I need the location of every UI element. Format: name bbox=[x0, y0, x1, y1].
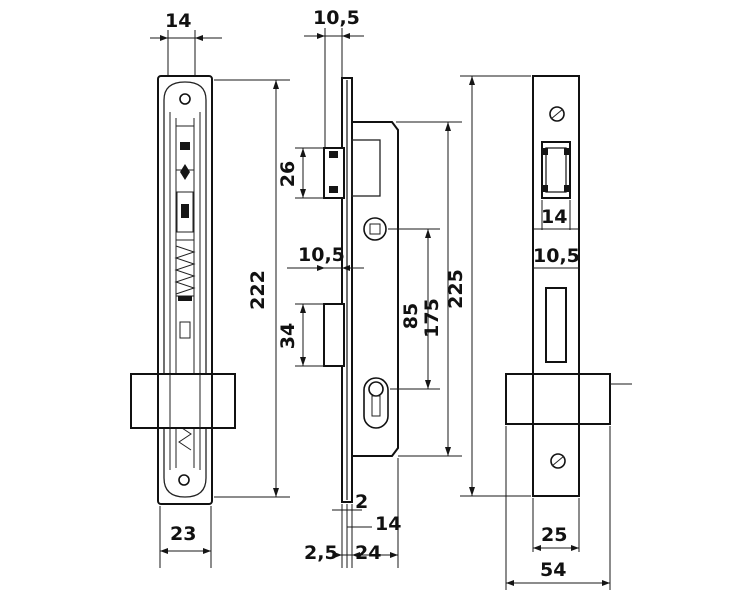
front-height-dimension: 222 bbox=[214, 79, 290, 498]
plate-height-dimension: 225 bbox=[445, 75, 531, 497]
bolt-slot bbox=[545, 287, 567, 363]
plate-bottom-label: 25 bbox=[541, 524, 567, 546]
edge-25-label: 2,5 bbox=[304, 542, 338, 564]
front-view: 14 bbox=[130, 10, 290, 568]
side-top-dimension: 10,5 bbox=[304, 7, 364, 148]
side-mid-dimension: 10,5 bbox=[287, 244, 364, 271]
top-screw-hole bbox=[179, 93, 191, 105]
case-height-label: 175 bbox=[421, 298, 443, 338]
plate-latch-dimension: 14 bbox=[534, 200, 578, 230]
edge-14-label: 14 bbox=[375, 513, 401, 535]
strike-plate-view: 14 10,5 225 25 bbox=[445, 75, 632, 590]
spindle-key-dimension: 85 bbox=[388, 228, 440, 390]
bolt-height-label: 34 bbox=[277, 323, 299, 349]
front-bottom-dimension: 23 bbox=[159, 506, 212, 568]
front-bottom-label: 23 bbox=[170, 523, 196, 545]
latch-height-dimension: 26 bbox=[277, 147, 324, 199]
latch-height-label: 26 bbox=[277, 161, 299, 187]
side-top-label: 10,5 bbox=[313, 7, 360, 29]
spindle-hub bbox=[363, 217, 387, 241]
side-case-body bbox=[351, 121, 399, 457]
edge-2-label: 2 bbox=[355, 491, 368, 513]
plate-total-dimension: 54 bbox=[505, 426, 611, 590]
bottom-screw-hole bbox=[178, 474, 190, 486]
side-latch bbox=[323, 147, 345, 199]
plate-latch-label: 14 bbox=[541, 206, 567, 228]
plate-height-label: 225 bbox=[445, 269, 467, 309]
front-faceplate bbox=[157, 75, 213, 505]
case-height-dimension: 175 bbox=[396, 121, 462, 457]
side-view: 10,5 26 bbox=[277, 7, 462, 568]
bolt-height-dimension: 34 bbox=[277, 303, 324, 367]
side-mid-label: 10,5 bbox=[298, 244, 345, 266]
strike-plate bbox=[532, 75, 580, 497]
front-mechanism bbox=[169, 112, 201, 470]
side-bolt bbox=[323, 303, 345, 367]
front-width-label: 14 bbox=[165, 10, 191, 32]
plate-bottom-dimension: 25 bbox=[532, 498, 580, 552]
spindle-key-label: 85 bbox=[400, 303, 422, 329]
front-height-label: 222 bbox=[247, 270, 269, 310]
plate-bolt-dimension: 10,5 bbox=[532, 245, 580, 269]
backset-label: 24 bbox=[355, 542, 381, 564]
front-width-dimension: 14 bbox=[150, 10, 222, 78]
plate-total-label: 54 bbox=[540, 559, 566, 581]
plate-bolt-label: 10,5 bbox=[533, 245, 580, 267]
side-bottom-dimensions: 2 14 2,5 24 bbox=[304, 458, 401, 568]
